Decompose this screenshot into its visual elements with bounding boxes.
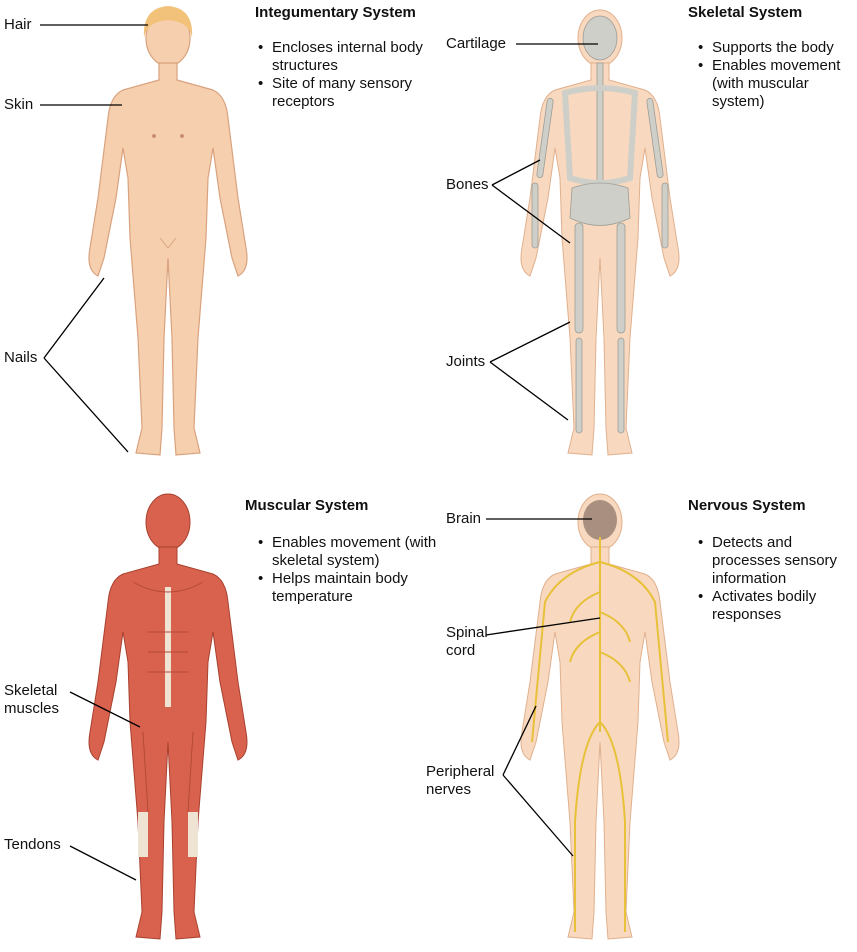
bullet: Enables movement (with muscular system) — [698, 57, 853, 111]
label-cartilage: Cartilage — [446, 35, 507, 52]
integumentary-title: Integumentary System — [255, 4, 416, 21]
muscular-bullets: Enables movement (with skeletal system) … — [258, 534, 438, 606]
integumentary-figure — [88, 6, 248, 456]
label-peripheral-nerves: Peripheral nerves — [426, 763, 495, 798]
skeletal-title: Skeletal System — [688, 4, 803, 21]
label-joints: Joints — [446, 353, 486, 370]
label-bones: Bones — [446, 176, 489, 193]
nervous-bullets: Detects and processes sensory informatio… — [698, 534, 848, 624]
bullet: Site of many sensory receptors — [258, 75, 438, 111]
label-skin: Skin — [4, 96, 34, 113]
bullet: Activates bodily responses — [698, 588, 848, 624]
muscular-figure — [88, 493, 248, 940]
label-nails: Nails — [4, 349, 38, 366]
label-spinal-cord: Spinal cord — [446, 624, 488, 659]
label-hair: Hair — [4, 16, 32, 33]
bullet: Supports the body — [698, 39, 853, 57]
integumentary-bullets: Encloses internal body structures Site o… — [258, 39, 438, 111]
nervous-title: Nervous System — [688, 497, 806, 514]
bullet: Encloses internal body structures — [258, 39, 438, 75]
label-brain: Brain — [446, 510, 482, 527]
bullet: Detects and processes sensory informatio… — [698, 534, 848, 588]
bullet: Helps maintain body temperature — [258, 570, 438, 606]
skeletal-bullets: Supports the body Enables movement (with… — [698, 39, 853, 111]
label-tendons: Tendons — [4, 836, 61, 853]
skeletal-figure — [520, 9, 680, 456]
hair-shape — [143, 6, 193, 38]
muscular-title: Muscular System — [245, 497, 369, 514]
bullet: Enables movement (with skeletal system) — [258, 534, 438, 570]
label-skeletal-muscles: Skeletal muscles — [4, 682, 60, 717]
nervous-figure — [520, 493, 680, 940]
leader-lines — [40, 24, 601, 881]
